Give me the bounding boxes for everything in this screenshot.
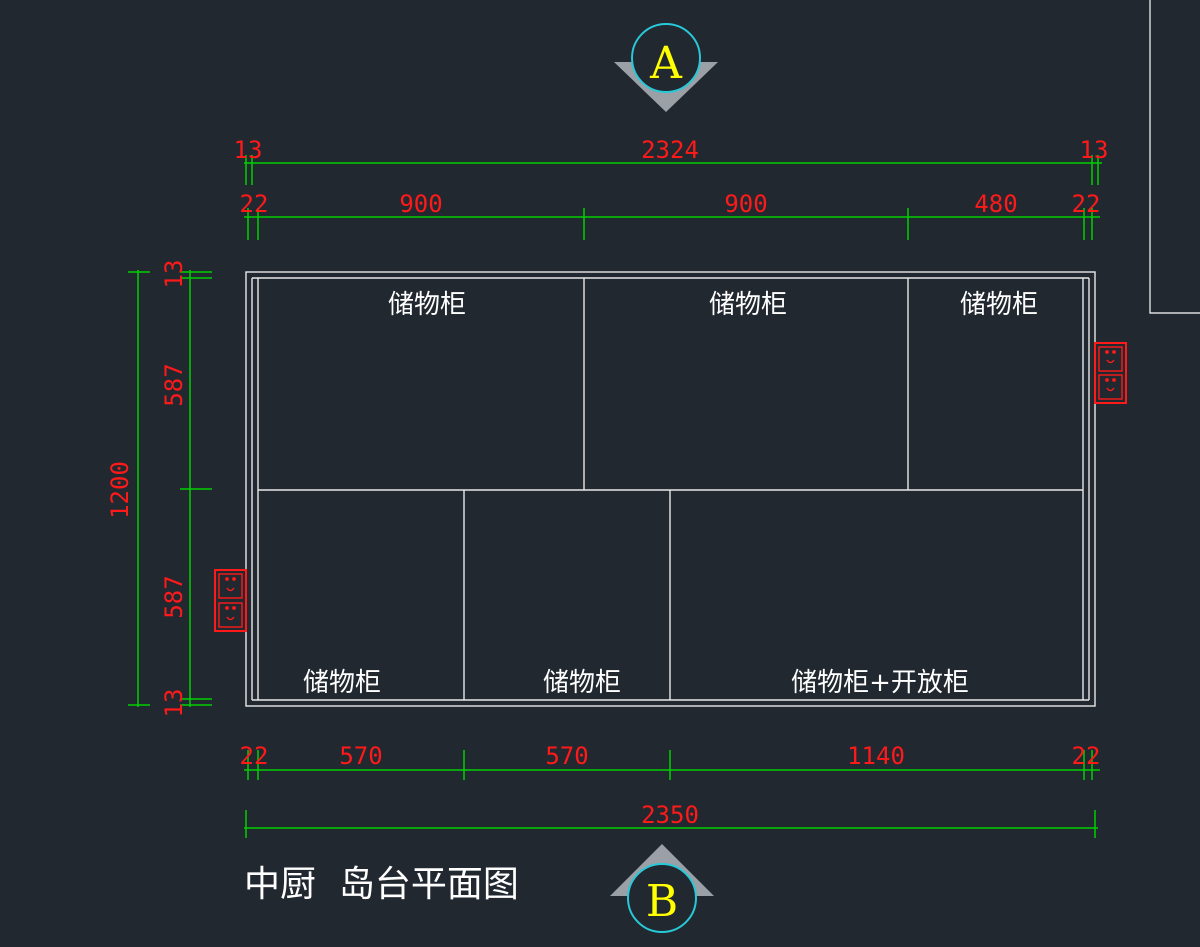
top-dim-seg3: 480 (974, 190, 1017, 218)
cabinet-label-bottom-2: 储物柜 (543, 668, 621, 698)
marker-a-label: A (649, 38, 683, 89)
cabinet-label-bottom-3: 储物柜+开放柜 (791, 668, 969, 698)
top-dim-seg2: 900 (724, 190, 767, 218)
bottom-dim-seg1: 570 (339, 742, 382, 770)
drawing-title: 中厨 岛台平面图 (244, 864, 519, 905)
top-dim-right-small: 22 (1072, 190, 1101, 218)
top-dimension-segments (244, 208, 1100, 240)
marker-b-label: B (646, 876, 678, 927)
top-dim-seg1: 900 (399, 190, 442, 218)
bottom-dim-right-small: 22 (1072, 742, 1101, 770)
section-marker-a[interactable]: A (614, 23, 718, 112)
cabinet-label-top-2: 储物柜 (709, 290, 787, 320)
marker-b-circle (627, 863, 697, 933)
marker-a-circle (631, 23, 701, 93)
adjacent-wall-outline (1149, 0, 1200, 314)
top-dim-left-small: 22 (240, 190, 269, 218)
bottom-dim-seg3: 1140 (847, 742, 905, 770)
bottom-dim-total: 2350 (641, 801, 699, 829)
side-dim-top-edge: 13 (160, 260, 188, 289)
side-dimension-lines (128, 270, 212, 707)
side-dim-lower: 587 (160, 575, 188, 618)
bottom-dimension-segments (244, 750, 1100, 780)
cabinet-label-top-1: 储物柜 (388, 290, 466, 320)
top-dimension-total (244, 155, 1102, 185)
side-dim-total: 1200 (106, 461, 134, 519)
cabinet-label-top-3: 储物柜 (960, 290, 1038, 320)
section-marker-b[interactable]: B (610, 844, 714, 933)
bottom-dim-left-small: 22 (240, 742, 269, 770)
cabinet-label-bottom-1: 储物柜 (303, 668, 381, 698)
top-dim-left-edge: 13 (234, 136, 263, 164)
island-outline[interactable] (245, 271, 1096, 707)
side-dim-upper: 587 (160, 363, 188, 406)
double-socket-icon (214, 569, 247, 632)
bottom-dimension-total (244, 810, 1098, 838)
bottom-dim-seg2: 570 (545, 742, 588, 770)
double-socket-icon (1094, 342, 1127, 404)
side-dim-bottom-edge: 13 (160, 689, 188, 718)
top-dim-right-edge: 13 (1080, 136, 1109, 164)
top-dim-total: 2324 (641, 136, 699, 164)
